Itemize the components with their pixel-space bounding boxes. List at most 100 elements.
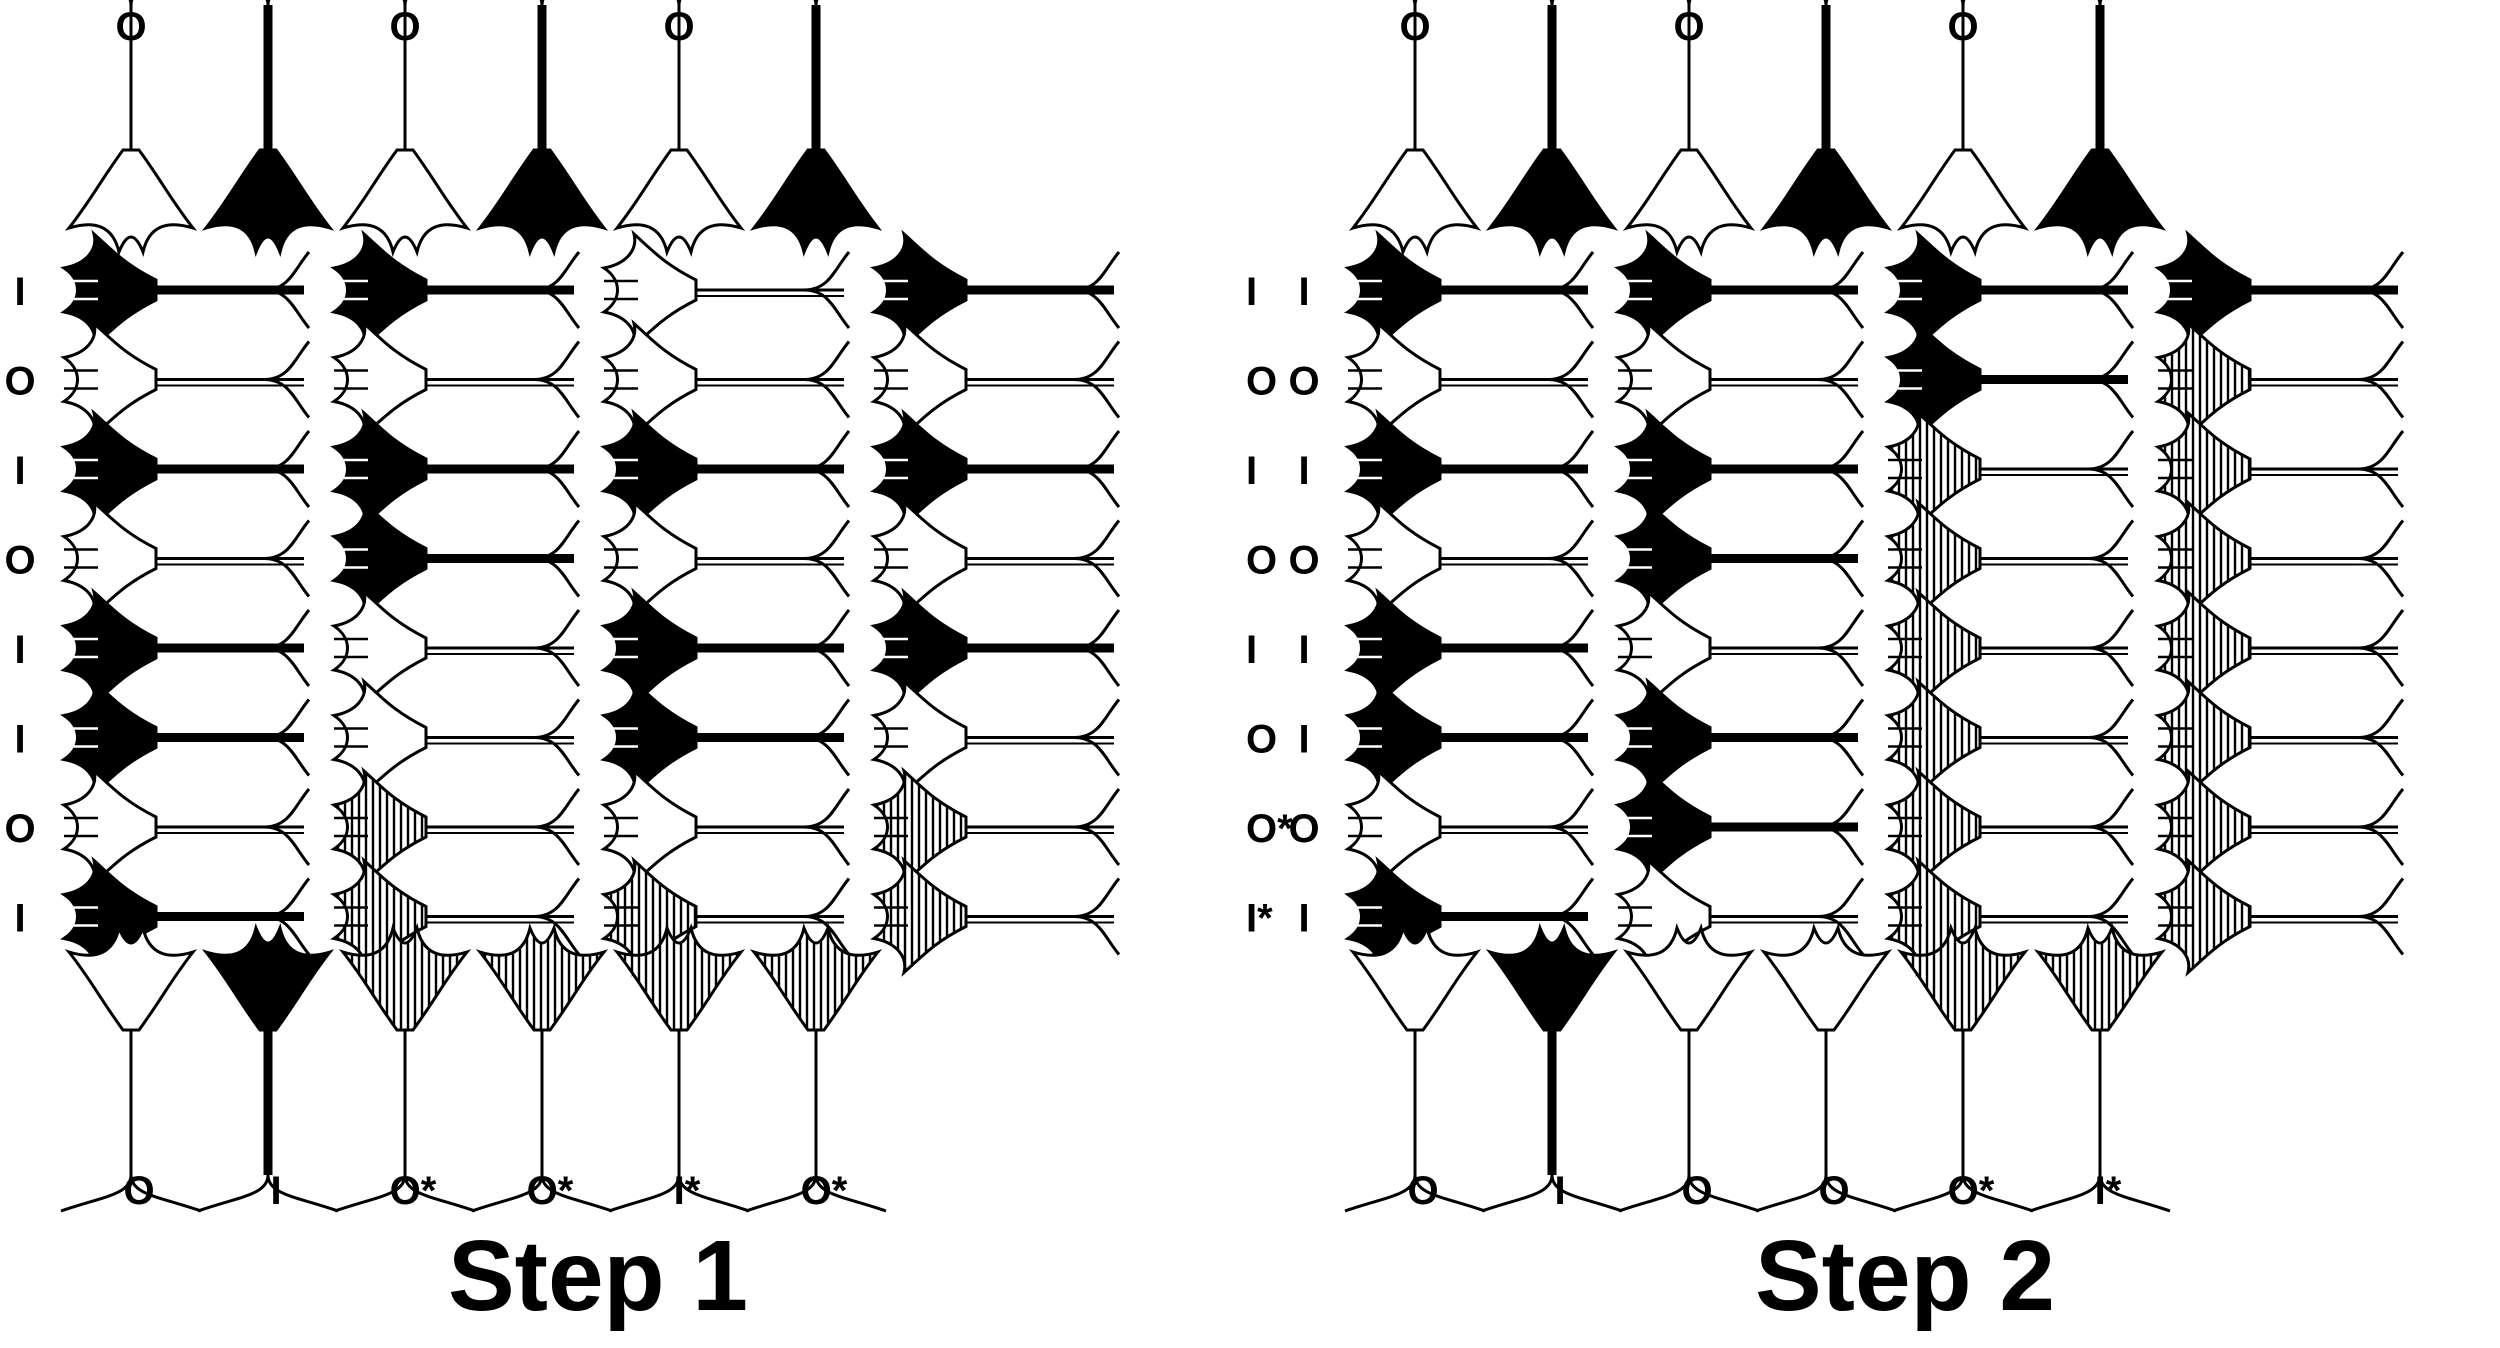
cell-r2-c1: [60, 319, 311, 440]
cell-body: [60, 229, 158, 351]
cell-r1-c1: [1344, 229, 1595, 351]
left-label-4: O: [1288, 539, 1319, 583]
fork-down: [1817, 736, 1865, 777]
fork-up: [263, 609, 311, 650]
fork-down: [533, 646, 581, 687]
cell-r5-c2: [1614, 587, 1865, 709]
cell-r8-c4: [2154, 856, 2405, 977]
cell-r1-c4: [870, 229, 1121, 351]
bottom-cell-5: [1892, 923, 2034, 1213]
fork-down: [1073, 915, 1121, 956]
cell-r2-c2: [1614, 319, 1865, 440]
fork-up: [533, 609, 581, 650]
cell-r2-c4: [2154, 319, 2405, 440]
fork-down: [1073, 646, 1121, 687]
fork-down: [1073, 467, 1121, 508]
fork-up: [2357, 519, 2405, 560]
cell-body: [2154, 856, 2252, 977]
left-label-3: I: [1298, 449, 1309, 493]
fork-down: [1073, 736, 1121, 777]
cell-body: [1884, 319, 1982, 440]
fork-right: [129, 1174, 202, 1213]
fork-down: [533, 736, 581, 777]
cell-body: [475, 923, 609, 1032]
left-label-1: I: [14, 270, 25, 314]
cell-body: [600, 587, 698, 709]
cell-body: [1884, 229, 1982, 351]
fork-down: [1547, 825, 1595, 866]
fork-down: [533, 467, 581, 508]
cell-r4-c2: [330, 498, 581, 619]
fork-left: [813, 0, 818, 6]
right-label-4: O: [1246, 539, 1277, 583]
fork-left: [608, 1174, 681, 1213]
fork-left: [1892, 1174, 1965, 1213]
cell-r8-c2: [1614, 856, 1865, 977]
cell-r6-c4: [870, 677, 1121, 798]
fork-right: [1413, 1174, 1486, 1213]
fork-left: [265, 0, 270, 6]
fork-up: [1817, 698, 1865, 739]
bottom-label-6: I*: [2095, 1169, 2122, 1213]
cell-r4-c1: [1344, 498, 1595, 619]
cell-body: [600, 677, 698, 798]
fork-up: [2087, 340, 2135, 381]
fork-down: [1547, 646, 1595, 687]
cell-r7-c1: [60, 766, 311, 888]
cell-r7-c2: [330, 766, 581, 888]
fork-left: [1549, 0, 1554, 6]
cell-body: [60, 408, 158, 530]
fork-down: [263, 378, 311, 419]
fork-down: [803, 915, 851, 956]
fork-right: [814, 0, 819, 6]
cell-body: [330, 498, 428, 619]
cell-body: [600, 498, 698, 619]
cell-r8-c3: [1884, 856, 2135, 977]
left-label-8: I: [1298, 897, 1309, 941]
fork-right: [2098, 1174, 2171, 1213]
bottom-cell-5: [608, 923, 750, 1213]
left-label-5: I: [14, 628, 25, 672]
cell-r5-c4: [2154, 587, 2405, 709]
cell-body: [330, 229, 428, 351]
cell-body: [600, 319, 698, 440]
cell-body: [60, 587, 158, 709]
fork-up: [2087, 877, 2135, 918]
fork-down: [2357, 288, 2405, 329]
fork-up: [1073, 877, 1121, 918]
top-cell-5: [1896, 0, 2030, 257]
cell-r6-c2: [1614, 677, 1865, 798]
fork-down: [1817, 825, 1865, 866]
cell-body: [1614, 498, 1712, 619]
fork-up: [1547, 430, 1595, 471]
cell-body: [870, 229, 968, 351]
fork-down: [803, 646, 851, 687]
cell-body: [338, 923, 472, 1032]
bottom-cell-3: [334, 923, 476, 1213]
fork-up: [1817, 609, 1865, 650]
cell-body: [201, 923, 335, 1032]
fork-up: [1073, 698, 1121, 739]
fork-left: [2029, 1174, 2102, 1213]
left-label-2: O: [4, 360, 35, 404]
cell-body: [1344, 677, 1442, 798]
top-cell-2: [201, 0, 335, 257]
fork-down: [2087, 378, 2135, 419]
fork-down: [1817, 557, 1865, 598]
fork-right: [1550, 1174, 1623, 1213]
fork-down: [2357, 646, 2405, 687]
cell-body: [64, 148, 198, 257]
fork-up: [1073, 430, 1121, 471]
cell-r3-c4: [870, 408, 1121, 530]
cell-body: [2154, 408, 2252, 530]
fork-up: [1073, 519, 1121, 560]
fork-up: [2087, 519, 2135, 560]
cell-r6-c4: [2154, 677, 2405, 798]
cell-r5-c3: [600, 587, 851, 709]
fork-left: [2097, 0, 2102, 6]
top-label-5: O: [1947, 5, 1978, 49]
cell-r1-c3: [600, 229, 851, 351]
cell-r4-c3: [1884, 498, 2135, 619]
fork-up: [1547, 788, 1595, 829]
